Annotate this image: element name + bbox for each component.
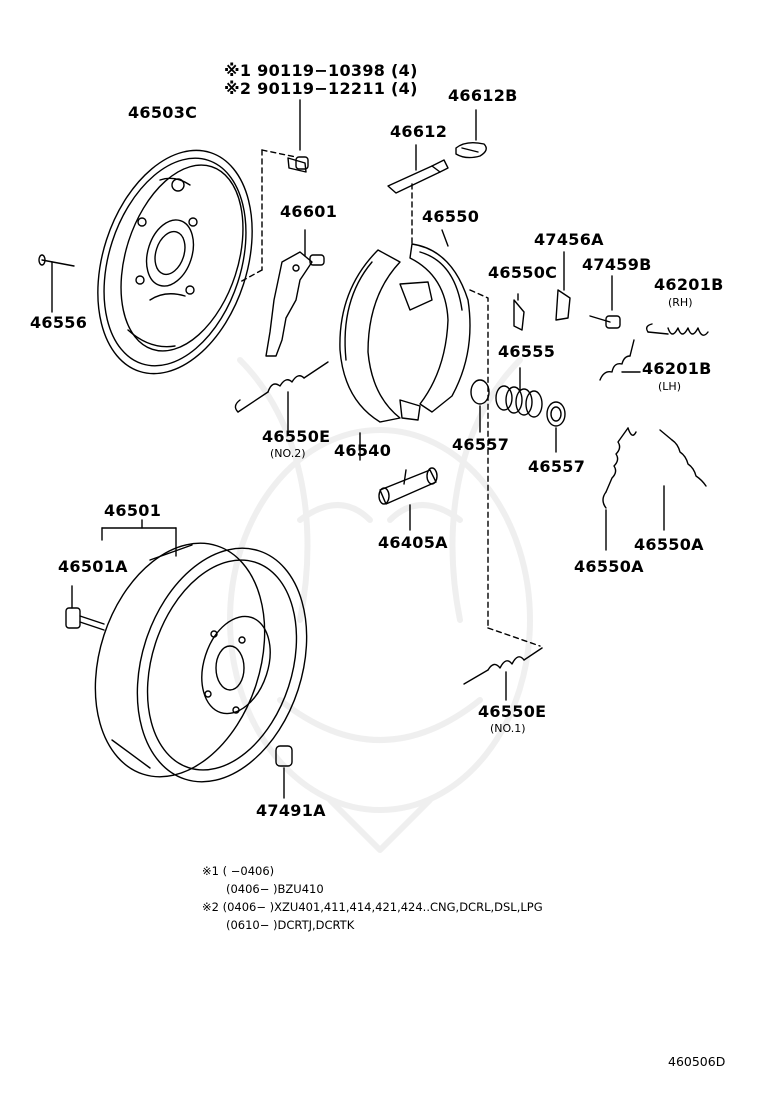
part-46501A-label: 46501A (58, 557, 128, 576)
shoe-46540 (339, 249, 401, 461)
note-line-1: ※1 ( −0406) (202, 864, 275, 878)
samurai-watermark (227, 357, 533, 853)
wheel-cylinder-46405A (378, 467, 438, 531)
spring-46201B-lh (599, 339, 641, 381)
spring-46555 (495, 367, 543, 418)
diagram-reference-code: 460506D (668, 1054, 726, 1069)
part-46550A-left-label: 46550A (574, 557, 644, 576)
part-46601-label: 46601 (280, 202, 338, 221)
spring-46612B (455, 109, 487, 159)
no2-note: (NO.2) (270, 447, 306, 460)
rh-note: (RH) (668, 296, 693, 309)
spring-46201B-rh (645, 323, 709, 336)
no1-note: (NO.1) (490, 722, 526, 735)
bolt-90119 (239, 99, 309, 283)
part-46550E-no2-label: 46550E (262, 427, 331, 446)
part-46612B-label: 46612B (448, 86, 518, 105)
cap-46557-left (470, 379, 490, 433)
plug-47491A (275, 745, 293, 799)
part-46555-label: 46555 (498, 342, 556, 361)
part-46550-label: 46550 (422, 207, 480, 226)
part-46550E-no1-label: 46550E (478, 702, 547, 721)
part-46550A-right-label: 46550A (634, 535, 704, 554)
part-46201B-lh-label: 46201B (642, 359, 712, 378)
shoe-46550 (399, 183, 541, 647)
brake-drum-46501 (94, 519, 308, 783)
part-47459B-label: 47459B (582, 255, 652, 274)
lh-note: (LH) (658, 380, 681, 393)
hub-bolt-46501A (65, 585, 105, 631)
bolt-90119-10398-label: ※1 90119−10398 (4) (224, 61, 418, 80)
part-47456A-label: 47456A (534, 230, 604, 249)
part-46540-label: 46540 (334, 441, 392, 460)
spring-46550E-no2 (234, 361, 329, 431)
strut-46612 (387, 144, 449, 194)
spring-46550E-no1 (463, 647, 543, 701)
note-line-4: (0610− )DCRTJ,DCRTK (226, 918, 355, 932)
bolt-90119-12211-label: ※2 90119−12211 (4) (224, 79, 418, 98)
part-46405A-label: 46405A (378, 533, 448, 552)
note-line-2: (0406− )BZU410 (226, 882, 324, 896)
part-46201B-rh-label: 46201B (654, 275, 724, 294)
part-46557-left-label: 46557 (452, 435, 510, 454)
plate-47456A (555, 251, 571, 321)
pin-47459B (589, 275, 621, 329)
spring-46550A-right (659, 429, 707, 531)
part-47491A-label: 47491A (256, 801, 326, 820)
part-46503C-label: 46503C (128, 103, 198, 122)
part-46501-label: 46501 (104, 501, 162, 520)
part-46557-right-label: 46557 (528, 457, 586, 476)
clip-46550C (513, 293, 525, 331)
lever-46601 (265, 229, 325, 357)
backing-plate-46503C (97, 149, 253, 375)
part-46612-label: 46612 (390, 122, 448, 141)
cap-46557-right (546, 401, 566, 453)
pin-46556 (38, 254, 75, 313)
spring-46550A-left (602, 427, 637, 551)
part-46550C-label: 46550C (488, 263, 558, 282)
note-line-3: ※2 (0406− )XZU401,411,414,421,424..CNG,D… (202, 900, 543, 914)
part-46556-label: 46556 (30, 313, 88, 332)
